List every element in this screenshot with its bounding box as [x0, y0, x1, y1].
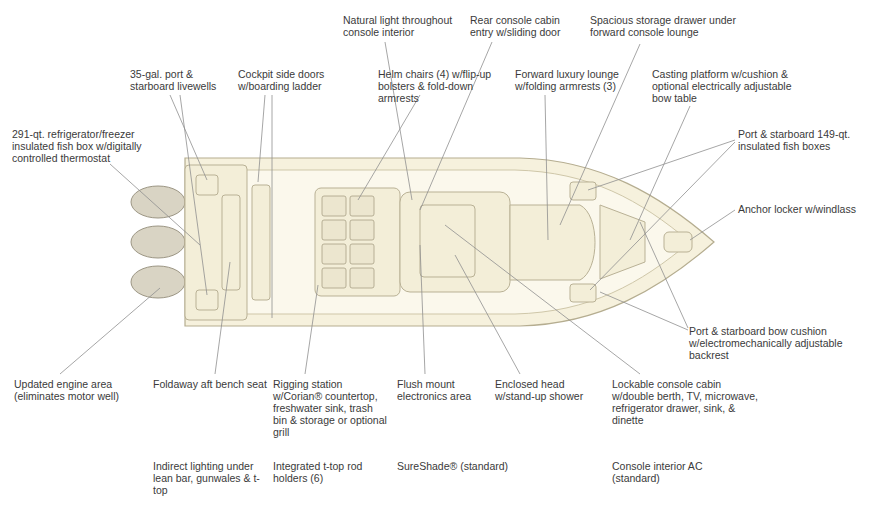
callout-label: Natural light throughout console interio…: [343, 14, 463, 38]
callout-label: Integrated t-top rod holders (6): [273, 460, 383, 484]
callout-label: Port & starboard bow cushion w/electrome…: [689, 325, 867, 361]
callout-label: Flush mount electronics area: [397, 378, 487, 402]
callout-label: Cockpit side doors w/boarding ladder: [238, 68, 348, 92]
callout-label: Rear console cabin entry w/sliding door: [470, 14, 585, 38]
callout-label: Lockable console cabin w/double berth, T…: [612, 378, 762, 426]
callout-label: Port & starboard 149-qt. insulated fish …: [738, 128, 863, 152]
callout-label: Anchor locker w/windlass: [738, 203, 863, 215]
callout-label: SureShade® (standard): [397, 460, 517, 472]
callout-label: 291-qt. refrigerator/freezer insulated f…: [12, 128, 152, 164]
callout-label: Rigging station w/Corian® countertop, fr…: [273, 378, 388, 438]
callout-label: Forward luxury lounge w/folding armrests…: [515, 68, 635, 92]
callout-label: Spacious storage drawer under forward co…: [590, 14, 765, 38]
callout-label: Foldaway aft bench seat: [153, 378, 268, 390]
callout-label: Helm chairs (4) w/flip-up bolsters & fol…: [378, 68, 503, 104]
callout-label: Casting platform w/cushion & optional el…: [652, 68, 797, 104]
callout-label: Updated engine area (eliminates motor we…: [14, 378, 134, 402]
callout-label: Indirect lighting under lean bar, gunwal…: [153, 460, 263, 496]
callout-label: Console interior AC (standard): [612, 460, 747, 484]
callout-label: Enclosed head w/stand-up shower: [495, 378, 600, 402]
callout-label: 35-gal. port & starboard livewells: [130, 68, 225, 92]
